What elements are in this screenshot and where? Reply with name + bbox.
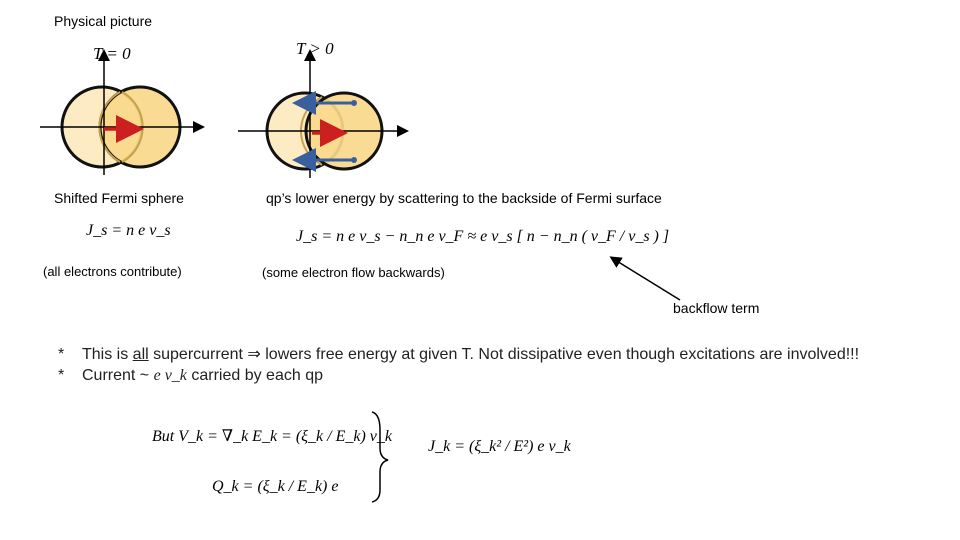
qp-dot-top [351,100,357,106]
right-temp-label: T > 0 [296,39,334,59]
left-note: (all electrons contribute) [43,264,182,279]
bullet-text-post: supercurrent ⇒ lowers free energy at giv… [149,346,859,363]
right-note: (some electron flow backwards) [262,265,445,280]
bullet-text-pre: This is [82,346,133,363]
backflow-term-label: backflow term [673,300,759,316]
bullet-list: *This is all supercurrent ⇒ lowers free … [58,344,859,386]
bullet-marker: * [58,365,82,386]
velocity-equation: But V_k = ∇_k E_k = (ξ_k / E_k) v_k [152,426,392,446]
right-formula: J_s = n e v_s − n_n e v_F ≈ e v_s [ n − … [296,228,669,246]
backflow-pointer-arrow [612,258,680,300]
left-caption: Shifted Fermi sphere [54,190,184,206]
left-formula: J_s = n e v_s [86,222,171,240]
qp-dot-bottom [351,157,357,163]
current-equation: J_k = (ξ_k² / E²) e v_k [428,438,571,456]
bullet-item: *Current ~ e v_k carried by each qp [58,365,859,386]
bullet-underlined: all [133,346,149,363]
right-fermi-diagram [238,52,406,178]
bullet-marker: * [58,344,82,365]
bullet-item: *This is all supercurrent ⇒ lowers free … [58,344,859,365]
right-caption: qp’s lower energy by scattering to the b… [266,190,662,206]
bullet-math: e v_k [154,367,187,384]
left-fermi-diagram [40,52,202,175]
left-temp-label: T = 0 [93,44,131,64]
bullet-text-pre: Current ~ [82,367,154,384]
charge-equation: Q_k = (ξ_k / E_k) e [212,478,338,496]
bullet-text-post: carried by each qp [187,367,323,384]
